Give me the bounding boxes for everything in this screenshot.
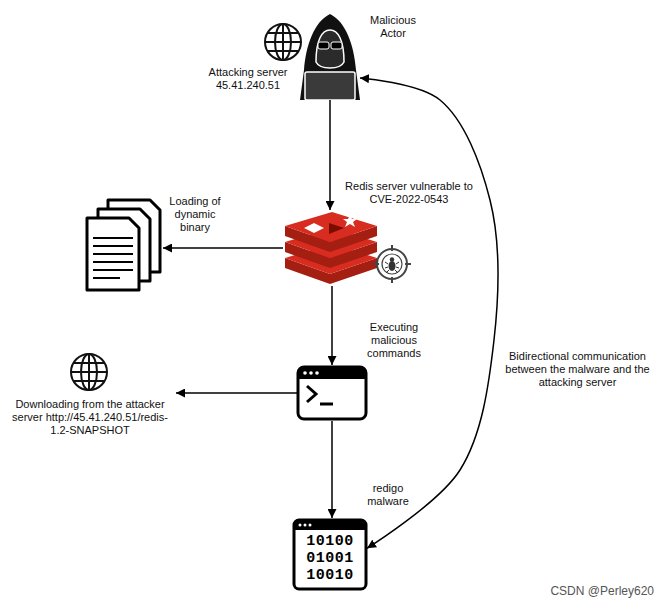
redis-logo (285, 212, 377, 284)
flow-arrow (331, 286, 333, 365)
binary-files: Loading of dynamic binary (85, 198, 163, 292)
hacker-icon (300, 14, 360, 100)
globe-icon (71, 354, 107, 390)
globe-icon (265, 24, 301, 60)
flow-arrow (329, 100, 331, 210)
redis-server: Redis server vulnerable to CVE-2022-0543 (283, 210, 379, 286)
actor-figure: Malicious Actor (300, 12, 360, 100)
flow-arrow (163, 247, 283, 249)
server-globe: Attacking server 45.41.240.51 (263, 22, 303, 62)
server-label: Attacking server 45.41.240.51 (198, 66, 298, 92)
step-label: Loading of dynamic binary (165, 195, 225, 234)
binary-icon (294, 520, 366, 589)
actor-label: Malicious Actor (362, 14, 424, 40)
flow-arrow (176, 392, 297, 394)
flow-arrow (331, 421, 333, 518)
watermark: CSDN @Perley620 (480, 584, 654, 598)
step-label: Executing malicious commands (360, 321, 428, 360)
edge-label: Bidirectional communication between the … (505, 350, 650, 389)
binary-digits: 01001 (293, 551, 367, 566)
documents-icon (87, 200, 160, 290)
download-globe: Downloading from the attacker server htt… (4, 350, 176, 442)
malware-label: redigo malware (363, 482, 413, 508)
terminal-box: Executing malicious commands (297, 365, 367, 421)
curved-arrow (360, 78, 498, 548)
download-label: Downloading from the attacker server htt… (4, 398, 176, 437)
bug-target-icon (373, 245, 411, 283)
terminal-icon (298, 367, 366, 419)
server-label: Redis server vulnerable to CVE-2022-0543 (345, 180, 473, 206)
binary-digits: 10100 (293, 534, 367, 549)
binary-digits: 10010 (293, 568, 367, 583)
